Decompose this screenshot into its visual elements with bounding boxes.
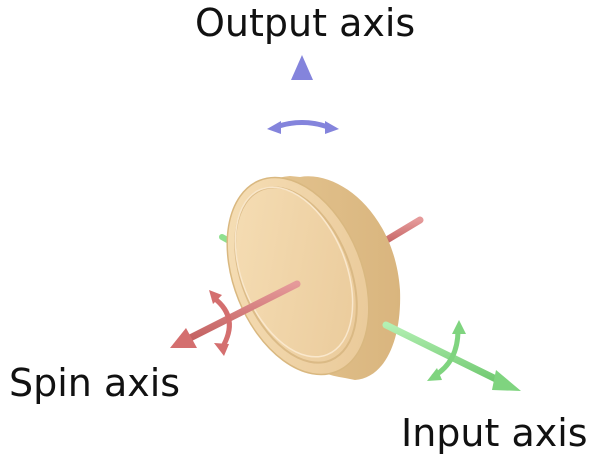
input-rotation-arrowhead-top: [452, 320, 466, 334]
output-axis-label: Output axis: [195, 1, 416, 45]
output-rotation-arrowhead-right: [325, 121, 339, 134]
rotor-disk-highlight: [234, 186, 354, 358]
spin-axis: [170, 280, 301, 356]
input-axis-shaft: [382, 321, 506, 386]
input-rotation-arrowhead-bottom: [427, 368, 442, 381]
rotor-disk: [226, 176, 401, 380]
input-axis-label: Input axis: [401, 411, 588, 455]
output-axis-arrowhead: [291, 55, 313, 80]
spin-axis-arrowhead: [170, 328, 197, 348]
spin-rotation-arrow: [211, 295, 232, 351]
spin-rotation-arrowhead-top: [209, 290, 222, 304]
output-rotation-arrowhead-left: [267, 121, 281, 134]
spin-rotation-arrowhead-bottom: [214, 343, 229, 356]
input-axis: [382, 320, 521, 391]
input-axis-arrowhead: [492, 370, 521, 391]
spin-axis-shaft: [186, 280, 301, 342]
spin-axis-label: Spin axis: [9, 361, 181, 405]
